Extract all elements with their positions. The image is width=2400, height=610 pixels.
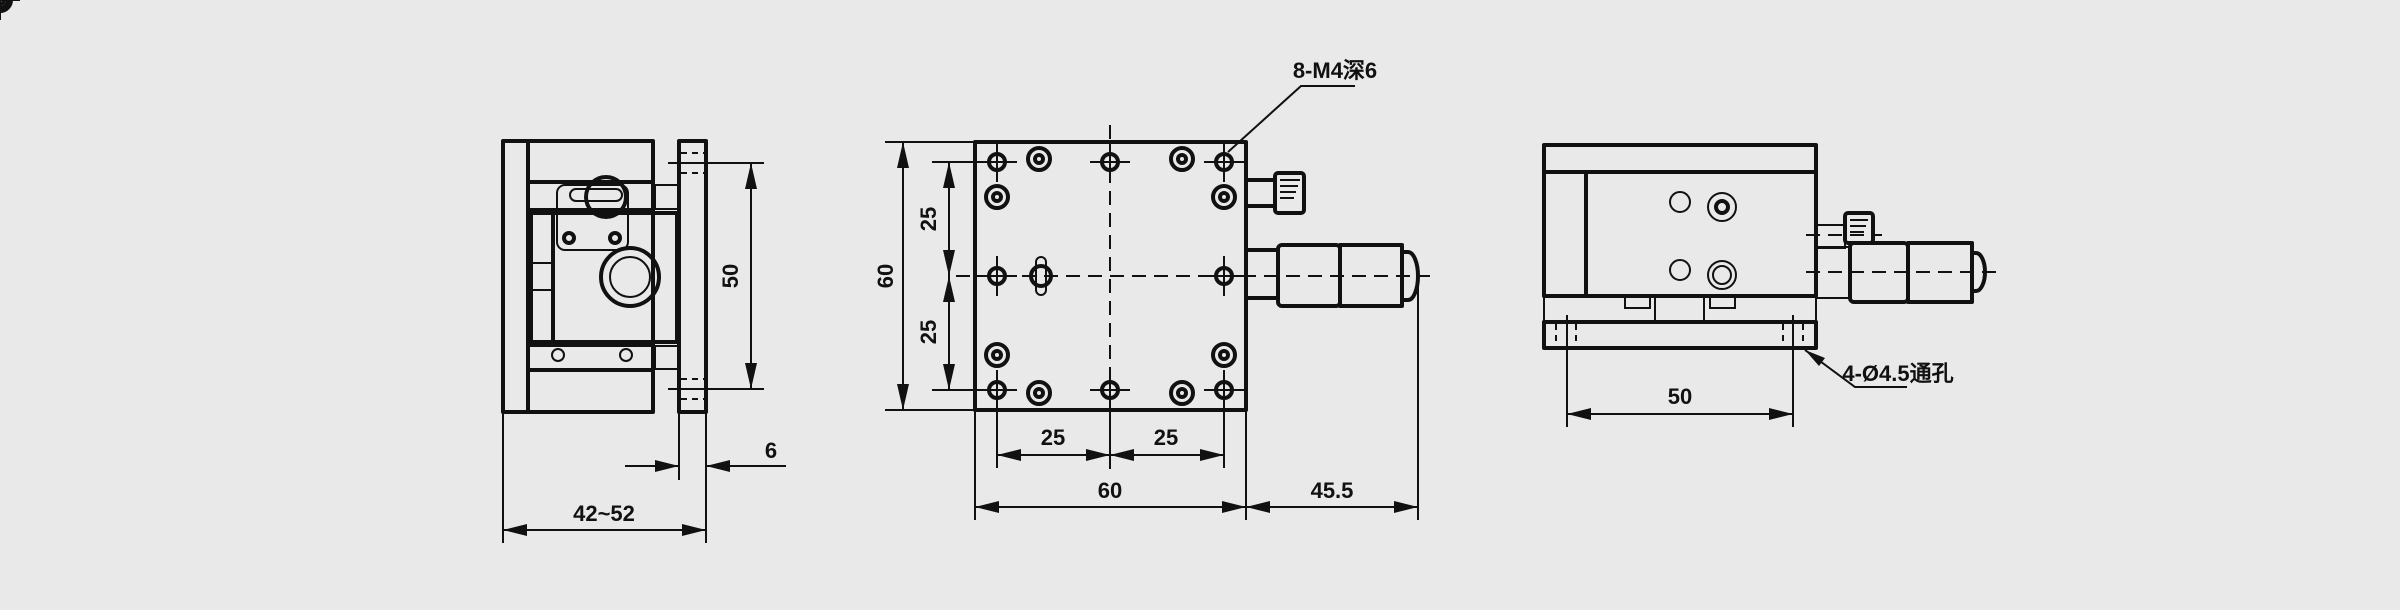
base-plate [501,139,530,414]
dim-plate-label: 6 [765,438,777,463]
tapped-holes-callout: 8-M4深6 [1293,58,1377,83]
top-view: 8-M4深6 60 25 25 25 25 60 45.5 [0,0,1430,520]
dim-upper-label: 25 [916,207,941,231]
dim-height-label: 60 [873,264,898,288]
micrometer-icon [1244,243,1420,308]
lock-screw-icon [1843,211,1875,245]
dim-lower-label: 25 [916,320,941,344]
mount-plate [677,139,708,414]
through-holes-callout: 4-Ø4.5通孔 [1842,361,1953,386]
lock-knob-icon [584,175,628,219]
lock-knob-icon [1029,264,1053,288]
dim-width-label: 60 [1098,478,1122,503]
stage-body [526,139,655,414]
dim-left-label: 25 [1041,425,1065,450]
top-plate [1542,143,1818,174]
dim-height-label: 50 [718,264,743,288]
dim-spacing-label: 50 [1668,384,1692,409]
dim-micrometer-label: 45.5 [1311,478,1354,503]
front-view: 50 4-Ø4.5通孔 [1542,143,1998,427]
base-plate [1542,320,1818,350]
dim-right-label: 25 [1154,425,1178,450]
micrometer-end-icon [599,246,661,308]
dim-width-label: 42~52 [573,501,635,526]
left-side-view: 50 6 42~52 [501,139,786,543]
gib-strip [529,211,555,344]
lock-screw-icon [1273,171,1306,215]
tapped-holes [0,0,1246,412]
